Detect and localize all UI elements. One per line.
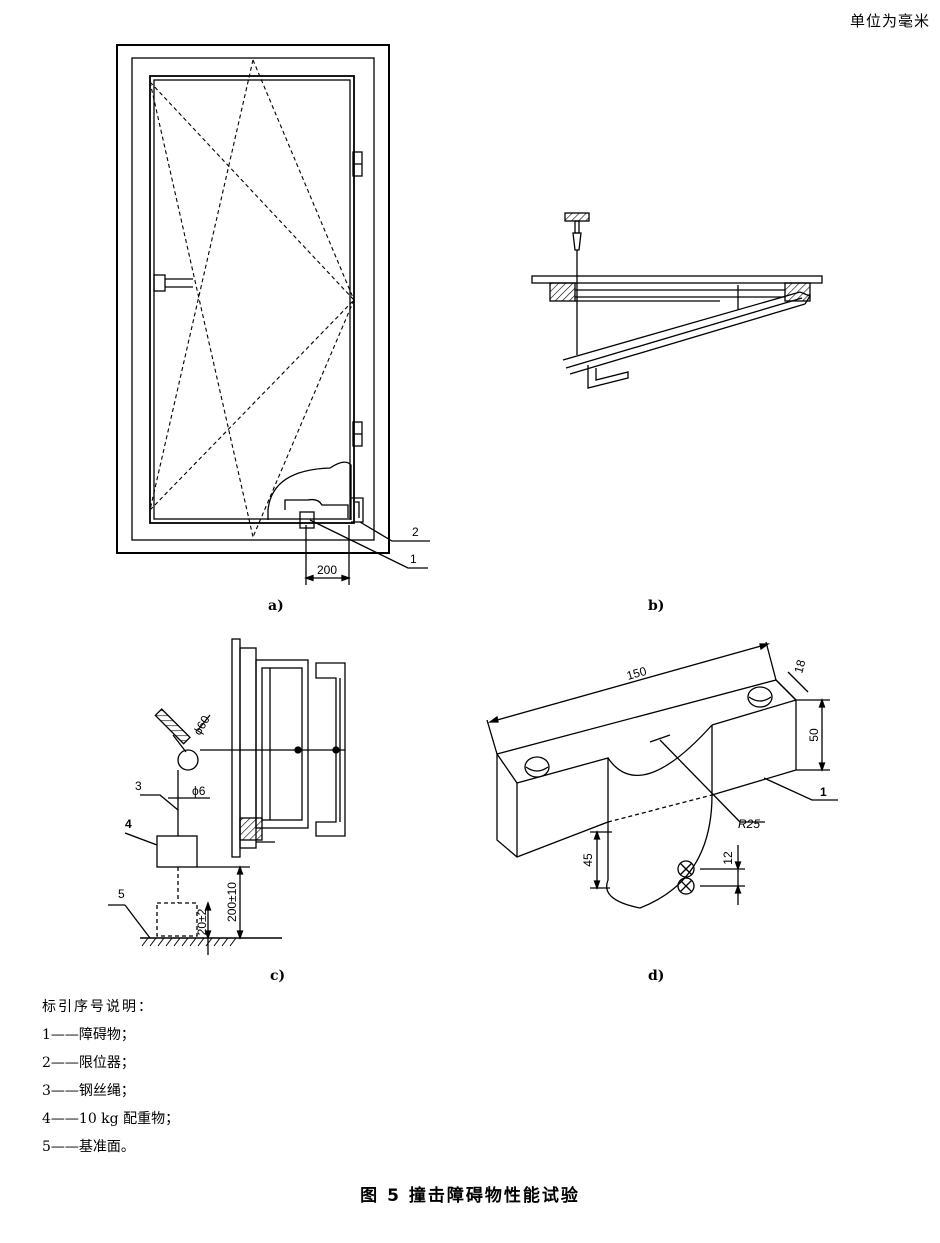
legend-item: 3——钢丝绳；: [42, 1083, 135, 1099]
caption-b: b): [648, 598, 665, 614]
callout-3: 3: [135, 779, 142, 793]
dimension-r25: R25: [738, 817, 760, 831]
legend-item: 2——限位器；: [42, 1055, 135, 1071]
legend-item: 4——10 kg 配重物；: [42, 1111, 180, 1127]
dimension-phi6: ϕ6: [192, 784, 206, 798]
dimension-200: 200±10: [225, 882, 239, 922]
caption-c: c): [270, 968, 286, 984]
legend: 标引序号说明： 1——障碍物； 2——限位器； 3——钢丝绳； 4——10 kg…: [42, 993, 179, 1161]
obstacle-outline: [267, 461, 364, 529]
hinge-icon: [352, 151, 363, 177]
dimension-18: 18: [791, 658, 808, 675]
hole-icon: [677, 877, 695, 895]
callout-2: 2: [412, 525, 419, 539]
dimension-45: 45: [581, 853, 595, 867]
subfigure-a-window: 200 1 2: [116, 44, 430, 585]
subfigure-b-section: [531, 212, 823, 389]
hole-icon: [524, 756, 550, 778]
dimension-150: 150: [625, 664, 648, 683]
caption-d: d): [648, 968, 665, 984]
legend-item: 5——基准面。: [42, 1139, 135, 1155]
dimension-50: 50: [807, 728, 821, 742]
hinge-icon: [352, 421, 363, 447]
hole-icon: [677, 860, 695, 878]
dimension-width: 200: [317, 563, 337, 577]
callout-5: 5: [118, 887, 125, 901]
caption-a: a): [268, 598, 284, 614]
figure-title: 图 5 撞击障碍物性能试验: [360, 1186, 580, 1206]
subfigure-c-setup: ϕ60 ϕ6 3 4 5 20±2 200±10: [108, 638, 346, 955]
callout-1: 1: [410, 552, 417, 566]
legend-item: 1——障碍物；: [42, 1027, 135, 1043]
legend-title: 标引序号说明：: [42, 999, 154, 1015]
dimension-12: 12: [721, 851, 735, 865]
hole-icon: [747, 686, 773, 708]
subfigure-d-obstacle: 150 18 50 1 R25 45 12: [486, 641, 838, 909]
callout-1: 1: [820, 785, 827, 799]
unit-note: 单位为毫米: [849, 12, 930, 30]
dimension-20: 20±2: [195, 908, 209, 935]
callout-4: 4: [125, 817, 132, 831]
figure-drawings: 200 1 2: [108, 44, 838, 955]
handle-icon: [153, 274, 193, 292]
